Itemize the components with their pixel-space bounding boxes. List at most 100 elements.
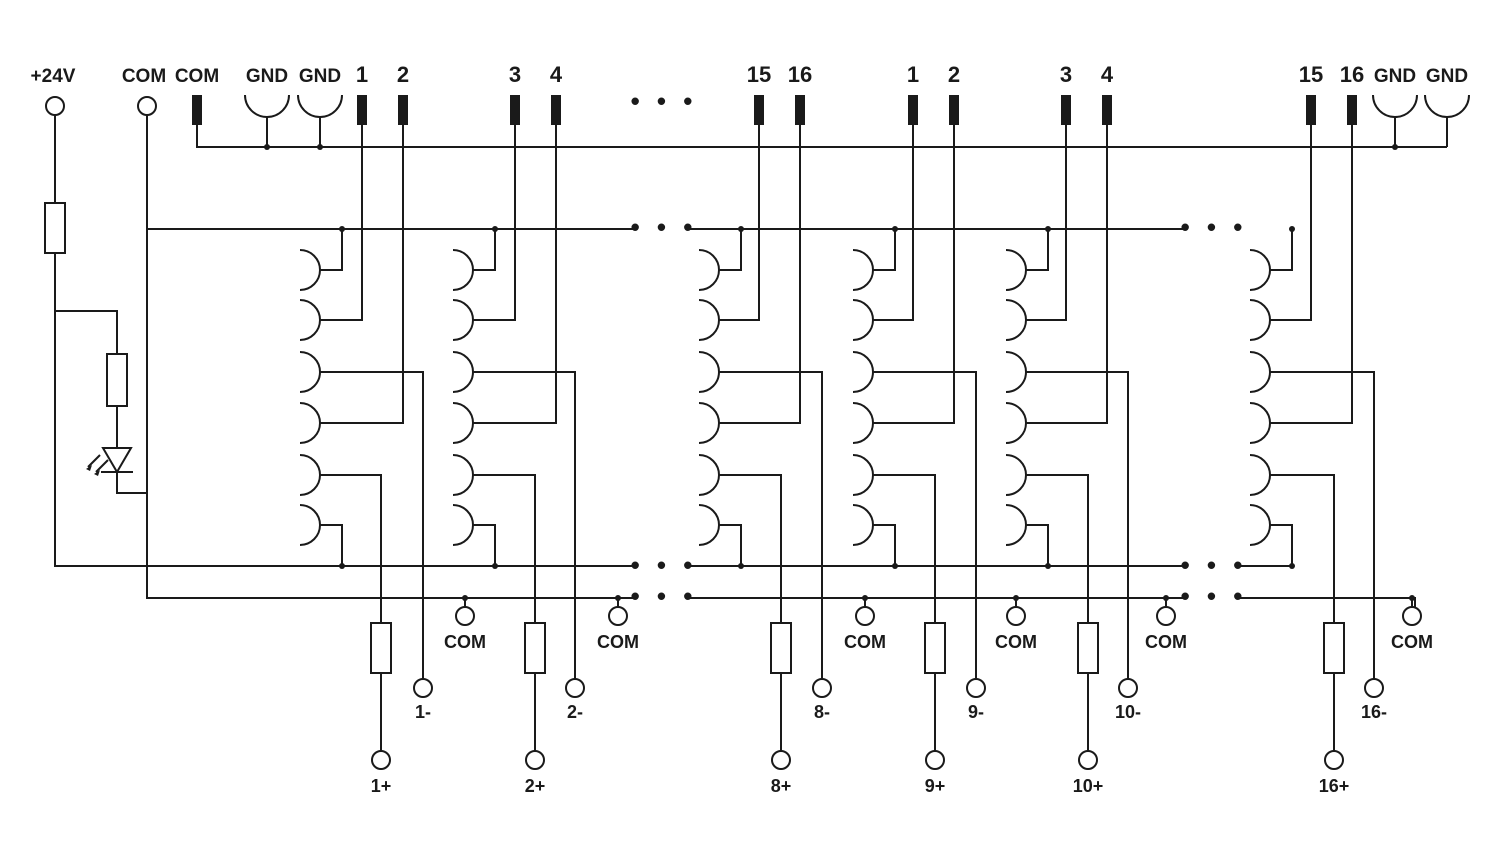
channel-10-connector-pin-a	[1061, 95, 1071, 125]
channel-10-output-resistor	[1077, 622, 1099, 674]
channel-1-contact-arc-3	[299, 351, 321, 393]
channel-1-com-label: COM	[444, 632, 486, 652]
channel-16-com-terminal-junction	[1409, 595, 1415, 601]
channel-10-supply-junction	[1045, 563, 1051, 569]
channel-16-contact-arc-5	[1249, 454, 1271, 496]
channel-9-contact-arc-3	[852, 351, 874, 393]
com-pin-label: COM	[175, 66, 219, 87]
channel-9-com-label: COM	[995, 632, 1037, 652]
channel-1-output-plus-wire-top	[320, 474, 382, 623]
channel-16-pin-b-wire	[1270, 125, 1353, 424]
channel-8-output-resistor	[770, 622, 792, 674]
channel-9-supply-junction	[892, 563, 898, 569]
channel-10-output-plus-wire-top	[1026, 474, 1089, 623]
channel-2-contact-arc-6	[452, 504, 474, 546]
channel-1-com-terminal-junction	[462, 595, 468, 601]
channel-10-minus-label: 10-	[1115, 702, 1141, 722]
channel-2-contact-arc-4	[452, 402, 474, 444]
channel-10-contact-arc-2	[1005, 299, 1027, 341]
channel-8-com-terminal	[855, 606, 875, 626]
channel-10-supply-wire	[1026, 524, 1049, 566]
channel-16-connector-pin-a	[1306, 95, 1316, 125]
channel-2-output-minus-wire	[473, 371, 576, 679]
led-light-arrow-2	[95, 459, 109, 473]
channel-1-connector-pin-a	[357, 95, 367, 125]
channel-16-output-minus-wire	[1270, 371, 1375, 679]
channel-1-contact-arc-4	[299, 402, 321, 444]
channel-10-plus-terminal	[1078, 750, 1098, 770]
channel-9-minus-label: 9-	[968, 702, 984, 722]
channel-16-com-terminal	[1402, 606, 1422, 626]
gnd-label-4: GND	[1426, 66, 1468, 87]
pin-a-1-label: 1	[356, 62, 368, 87]
channel-8-com-terminal-junction	[862, 595, 868, 601]
channel-16-supply-junction	[1289, 563, 1295, 569]
channel-2-pin-a-wire	[473, 125, 516, 321]
led-series-resistor	[106, 353, 128, 407]
channel-2-contact-arc-3	[452, 351, 474, 393]
channel-1-com-terminal	[455, 606, 475, 626]
pin-b-16-label: 16	[1340, 62, 1364, 87]
channel-8-contact-arc-1	[698, 249, 720, 291]
channel-2-minus-label: 2-	[567, 702, 583, 722]
channel-9-contact-arc-4	[852, 402, 874, 444]
channel-16-output-resistor	[1323, 622, 1345, 674]
channel-10-plus-label: 10+	[1073, 776, 1104, 796]
channel-16-supply-wire	[1270, 524, 1293, 566]
channel-16-contact-arc-2	[1249, 299, 1271, 341]
wires-layer	[54, 108, 1448, 751]
channel-8-supply-wire	[719, 524, 742, 566]
channel-10-contact-arc-4	[1005, 402, 1027, 444]
channel-10-connector-pin-b	[1102, 95, 1112, 125]
channel-8-com-label: COM	[844, 632, 886, 652]
led-light-arrow-1	[87, 454, 101, 468]
channel-2-supply-wire	[473, 524, 496, 566]
ellipsis-bus-24v-1: • • •	[631, 550, 698, 580]
channel-9-plus-label: 9+	[925, 776, 946, 796]
channel-2-connector-pin-a	[510, 95, 520, 125]
channel-2-plus-terminal	[525, 750, 545, 770]
channel-8-output-plus-wire-top	[719, 474, 782, 623]
channel-9-contact-arc-2	[852, 299, 874, 341]
channel-10-pin-a-wire	[1026, 125, 1067, 321]
channel-16-contact-arc-4	[1249, 402, 1271, 444]
channel-10-minus-terminal	[1118, 678, 1138, 698]
com-lower-bus-left	[146, 108, 636, 599]
channel-9-supply-wire	[873, 524, 896, 566]
gnd-junction-2	[317, 144, 323, 150]
channel-16-connector-pin-b	[1347, 95, 1357, 125]
channel-2-com-terminal-junction	[615, 595, 621, 601]
channel-8-contact-arc-4	[698, 402, 720, 444]
led-light-arrowhead-1	[86, 465, 92, 471]
com-connector-pin	[192, 95, 202, 125]
supply-24v-terminal	[45, 96, 65, 116]
channel-8-contact-arc-3	[698, 351, 720, 393]
channel-9-output-resistor	[924, 622, 946, 674]
ellipsis-bus-24v-2: • • •	[1181, 550, 1248, 580]
channel-1-output-resistor	[370, 622, 392, 674]
channel-2-com-label: COM	[597, 632, 639, 652]
channel-1-contact-arc-1	[299, 249, 321, 291]
channel-1-connector-pin-b	[398, 95, 408, 125]
channel-9-pin-a-wire	[873, 125, 914, 321]
pin-a-2-label: 2	[397, 62, 409, 87]
com-terminal-label: COM	[122, 66, 166, 87]
channel-8-contact-arc-6	[698, 504, 720, 546]
channel-16-contact-arc-3	[1249, 351, 1271, 393]
channel-2-contact-arc-1	[452, 249, 474, 291]
channel-9-minus-terminal	[966, 678, 986, 698]
ellipsis-bus-com-low-1: • • •	[631, 581, 698, 611]
channel-1-supply-wire	[320, 524, 343, 566]
channel-2-connector-pin-b	[551, 95, 561, 125]
channel-9-com-terminal	[1006, 606, 1026, 626]
ellipsis-top: • • •	[631, 86, 698, 116]
channel-9-com-terminal-junction	[1013, 595, 1019, 601]
channel-16-coil-com-junction	[1289, 226, 1295, 232]
channel-1-plus-label: 1+	[371, 776, 392, 796]
channel-1-coil-com-junction	[339, 226, 345, 232]
com-lower-bus-right	[1240, 597, 1416, 608]
channel-8-contact-arc-2	[698, 299, 720, 341]
gnd-junction-1	[264, 144, 270, 150]
channel-8-plus-terminal	[771, 750, 791, 770]
gnd-socket-3	[1372, 94, 1418, 118]
